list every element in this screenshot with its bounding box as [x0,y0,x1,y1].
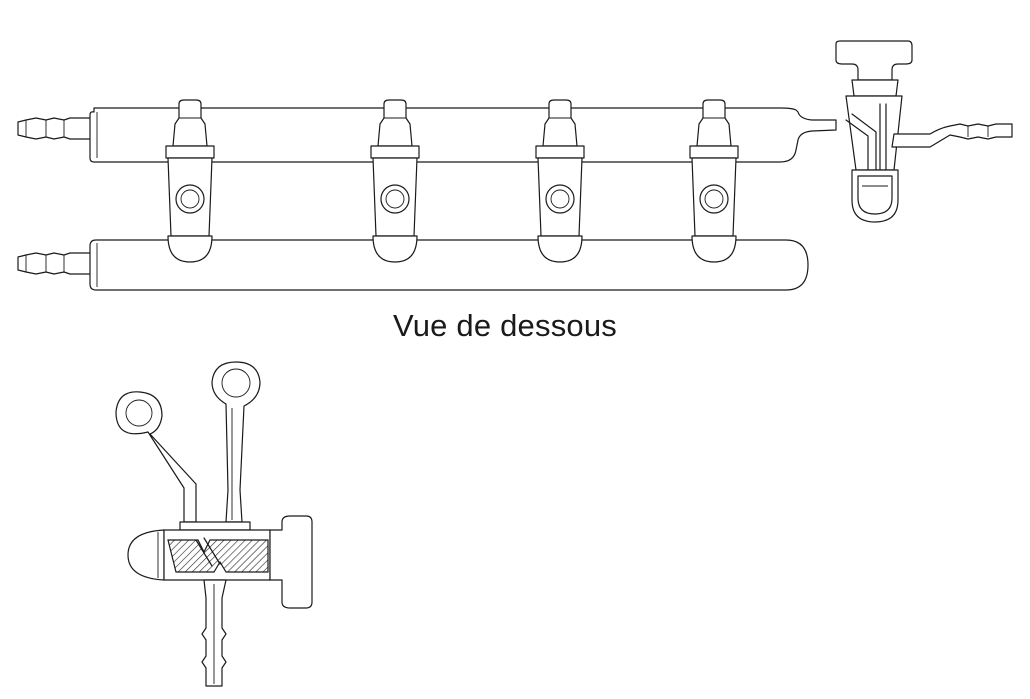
valve-cap [172,99,208,147]
valve-port-ring [699,184,729,214]
detail-hatched-plug [167,539,269,573]
valve-dome [372,235,418,263]
detail-end-cap [127,529,165,581]
upper-hose-barb [17,117,95,140]
valve-dome [537,235,583,263]
detail-right-loop [211,361,261,523]
valve-collar [165,145,215,159]
valve-cap [696,99,732,147]
manifold-valve [370,99,420,263]
lower-manifold-tube [17,239,809,291]
stopcock-body [845,95,903,171]
stopcock-bulb [851,169,899,223]
manifold-valve [165,99,215,263]
valve-group [165,99,739,263]
valve-port-ring [545,184,575,214]
valve-port-ring [175,184,205,214]
valve-dome [167,235,213,263]
valve-dome [691,235,737,263]
right-stopcock [835,40,1013,223]
view-caption: Vue de dessous [393,308,617,343]
stopcock-detail [115,361,313,687]
valve-cap [542,99,578,147]
detail-left-loop [115,391,197,523]
valve-port-ring [380,184,410,214]
lower-hose-barb [17,252,95,275]
upper-manifold-tube [17,107,837,163]
valve-collar [689,145,739,159]
manifold-valve [535,99,585,263]
valve-collar [535,145,585,159]
manifold-valve [689,99,739,263]
valve-cap [377,99,413,147]
right-hose-barb [891,123,1013,148]
valve-collar [370,145,420,159]
detail-knob [269,515,313,609]
stopcock-handle [835,40,913,81]
